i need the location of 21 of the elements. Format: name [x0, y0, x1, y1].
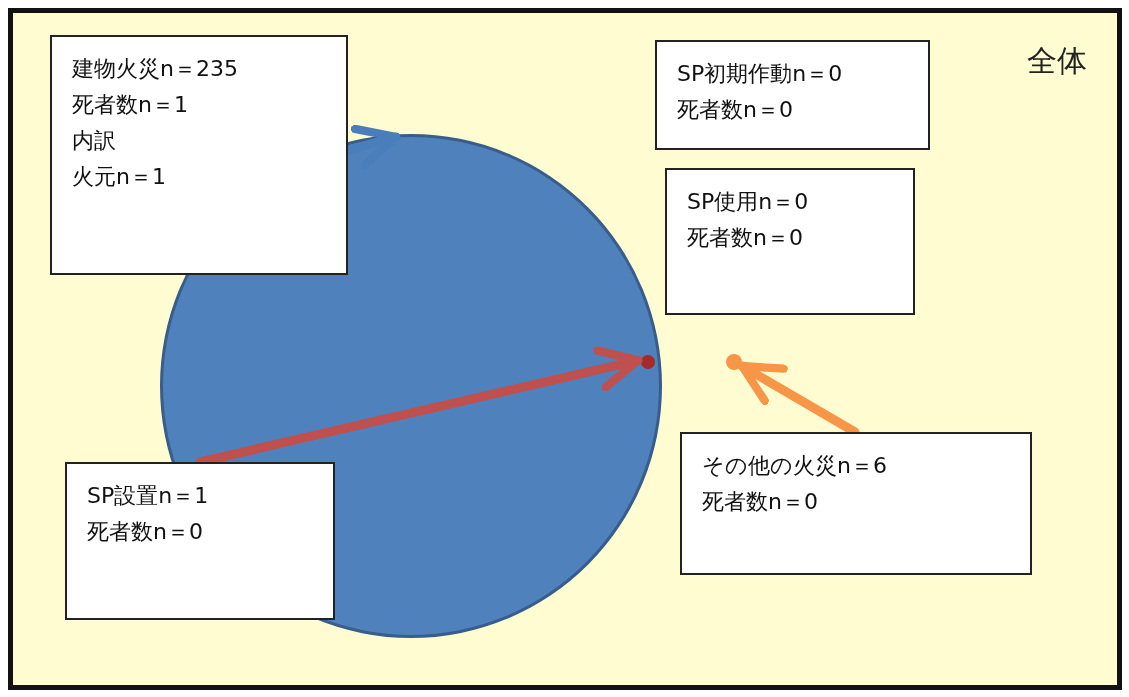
count-label: SP使用n＝0	[687, 188, 810, 216]
text-box	[680, 432, 1032, 575]
count-label: SP設置n＝1	[87, 482, 210, 510]
count-label: SP初期作動n＝0	[677, 60, 844, 88]
count-label: 内訳	[72, 127, 117, 155]
count-label: 死者数n＝0	[677, 96, 794, 124]
text-box	[655, 40, 930, 150]
text-box	[65, 462, 335, 620]
count-label: 死者数n＝0	[687, 224, 804, 252]
dot-marker	[726, 354, 742, 370]
count-label: 死者数n＝0	[87, 518, 204, 546]
count-label: 建物火災n＝235	[72, 55, 239, 83]
count-label: 火元n＝1	[72, 163, 167, 191]
count-label: 死者数n＝1	[72, 91, 189, 119]
count-label: その他の火災n＝6	[702, 452, 888, 480]
text-box	[50, 35, 348, 275]
count-label: 死者数n＝0	[702, 488, 819, 516]
region-background	[8, 8, 1122, 690]
dot-marker	[641, 355, 655, 369]
region-title: 全体	[1027, 42, 1087, 80]
text-box	[665, 168, 915, 315]
